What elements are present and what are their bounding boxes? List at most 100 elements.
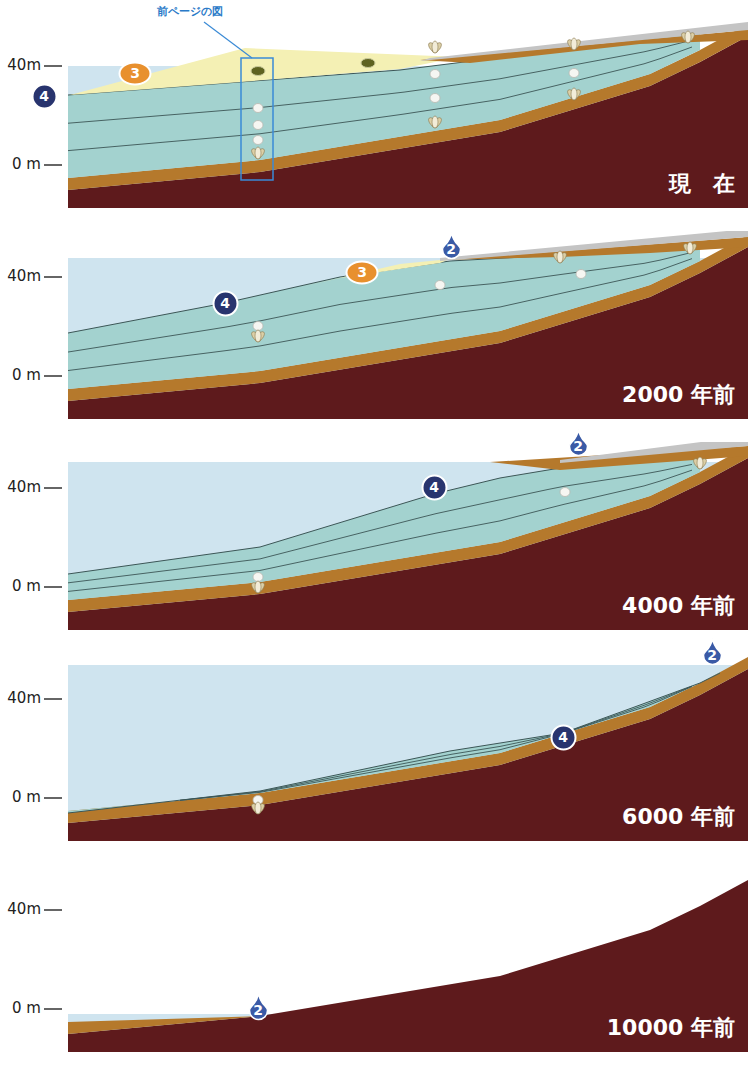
callout-number: 3 bbox=[130, 66, 140, 80]
section-panel bbox=[44, 436, 748, 637]
shell-fossil bbox=[253, 573, 263, 582]
axis-label: 40m bbox=[7, 901, 41, 918]
bedrock bbox=[68, 880, 748, 1052]
bedding-line bbox=[68, 40, 692, 123]
shell-fossil bbox=[253, 104, 263, 113]
wood-fossil bbox=[251, 67, 265, 76]
section-panel bbox=[44, 20, 748, 215]
shell-fossil bbox=[253, 136, 263, 145]
shell-bed bbox=[680, 31, 696, 44]
shell-fossil bbox=[253, 121, 263, 130]
axis-label: 0 m bbox=[12, 789, 41, 806]
shell-fossil bbox=[430, 70, 440, 79]
shell-fossil bbox=[435, 281, 445, 290]
marine-clay-layer bbox=[68, 32, 700, 178]
surface-soil bbox=[440, 231, 748, 261]
callout-number: 2 bbox=[707, 648, 717, 662]
bedding-line bbox=[68, 458, 700, 574]
callout-number: 4 bbox=[39, 89, 49, 103]
shell-bed bbox=[682, 242, 698, 255]
bedding-line bbox=[68, 252, 692, 352]
axis-tick bbox=[44, 164, 62, 166]
shell-fossil bbox=[430, 94, 440, 103]
section-panel bbox=[44, 653, 748, 848]
period-title: 現 在 bbox=[669, 171, 735, 196]
bedrock bbox=[68, 669, 748, 841]
axis-label: 40m bbox=[7, 57, 41, 74]
leader-line bbox=[204, 22, 252, 58]
callout-marker: 3 bbox=[345, 260, 379, 285]
axis-tick bbox=[44, 487, 62, 489]
surface-gravel bbox=[490, 446, 748, 470]
callout-number: 2 bbox=[446, 242, 456, 256]
shell-bed bbox=[250, 581, 266, 594]
beach-sand bbox=[300, 259, 450, 287]
surface-gravel bbox=[420, 30, 748, 63]
callout-number: 2 bbox=[573, 439, 583, 453]
shell-fossil bbox=[569, 69, 579, 78]
leader-label: 前ページの図 bbox=[157, 6, 223, 19]
bedrock bbox=[68, 458, 748, 630]
callout-marker: 2 bbox=[702, 637, 723, 666]
bedding-line bbox=[180, 687, 692, 801]
shell-bed bbox=[427, 116, 443, 129]
shell-fossil bbox=[576, 270, 586, 279]
period-title: 2000 年前 bbox=[622, 382, 735, 407]
marine-clay-layer bbox=[68, 672, 720, 813]
bedding-line bbox=[68, 464, 692, 582]
wood-fossil bbox=[361, 59, 375, 68]
marine-clay-layer bbox=[68, 458, 700, 600]
gravel-layer bbox=[68, 24, 748, 190]
bedding-line bbox=[68, 673, 720, 813]
axis-label: 0 m bbox=[12, 156, 41, 173]
callout-marker: 2 bbox=[568, 428, 589, 457]
callout-number: 4 bbox=[558, 730, 568, 744]
shell-bed bbox=[250, 802, 266, 815]
callout-marker: 4 bbox=[212, 290, 239, 317]
axis-label: 0 m bbox=[12, 367, 41, 384]
marine-clay-layer bbox=[68, 245, 700, 389]
section-panel bbox=[44, 864, 748, 1059]
axis-tick bbox=[44, 909, 62, 911]
axis-tick bbox=[44, 375, 62, 377]
bedding-line bbox=[68, 259, 692, 371]
shell-bed bbox=[250, 147, 266, 160]
callout-marker: 4 bbox=[31, 83, 58, 110]
axis-tick bbox=[44, 797, 62, 799]
period-title: 4000 年前 bbox=[622, 593, 735, 618]
shell-bed bbox=[552, 251, 568, 264]
bedding-line bbox=[68, 470, 692, 591]
detail-frame bbox=[241, 58, 273, 180]
gravel-layer bbox=[68, 446, 748, 612]
shell-bed bbox=[427, 41, 443, 54]
gravel-layer bbox=[68, 235, 748, 401]
axis-label: 0 m bbox=[12, 1000, 41, 1017]
beach-sand bbox=[70, 48, 460, 95]
axis-label: 0 m bbox=[12, 578, 41, 595]
surface-soil bbox=[420, 22, 748, 61]
callout-marker: 4 bbox=[550, 724, 577, 751]
gravel-layer bbox=[68, 657, 748, 823]
axis-label: 40m bbox=[7, 268, 41, 285]
shell-fossil bbox=[253, 322, 263, 331]
bedding-line bbox=[180, 686, 692, 800]
callout-marker: 2 bbox=[248, 992, 269, 1021]
shell-bed bbox=[692, 457, 708, 470]
axis-label: 40m bbox=[7, 479, 41, 496]
callout-number: 4 bbox=[220, 296, 230, 310]
axis-tick bbox=[44, 276, 62, 278]
axis-tick bbox=[44, 1008, 62, 1010]
period-title: 10000 年前 bbox=[607, 1015, 735, 1040]
bedding-line bbox=[68, 245, 700, 333]
callout-number: 4 bbox=[429, 480, 439, 494]
gravel-layer bbox=[68, 1016, 258, 1034]
callout-number: 2 bbox=[253, 1003, 263, 1017]
shell-bed bbox=[566, 38, 582, 51]
callout-number: 3 bbox=[357, 265, 367, 279]
shell-bed bbox=[566, 88, 582, 101]
shell-bed bbox=[250, 330, 266, 343]
surface-soil bbox=[560, 442, 748, 463]
callout-marker: 3 bbox=[118, 61, 152, 86]
